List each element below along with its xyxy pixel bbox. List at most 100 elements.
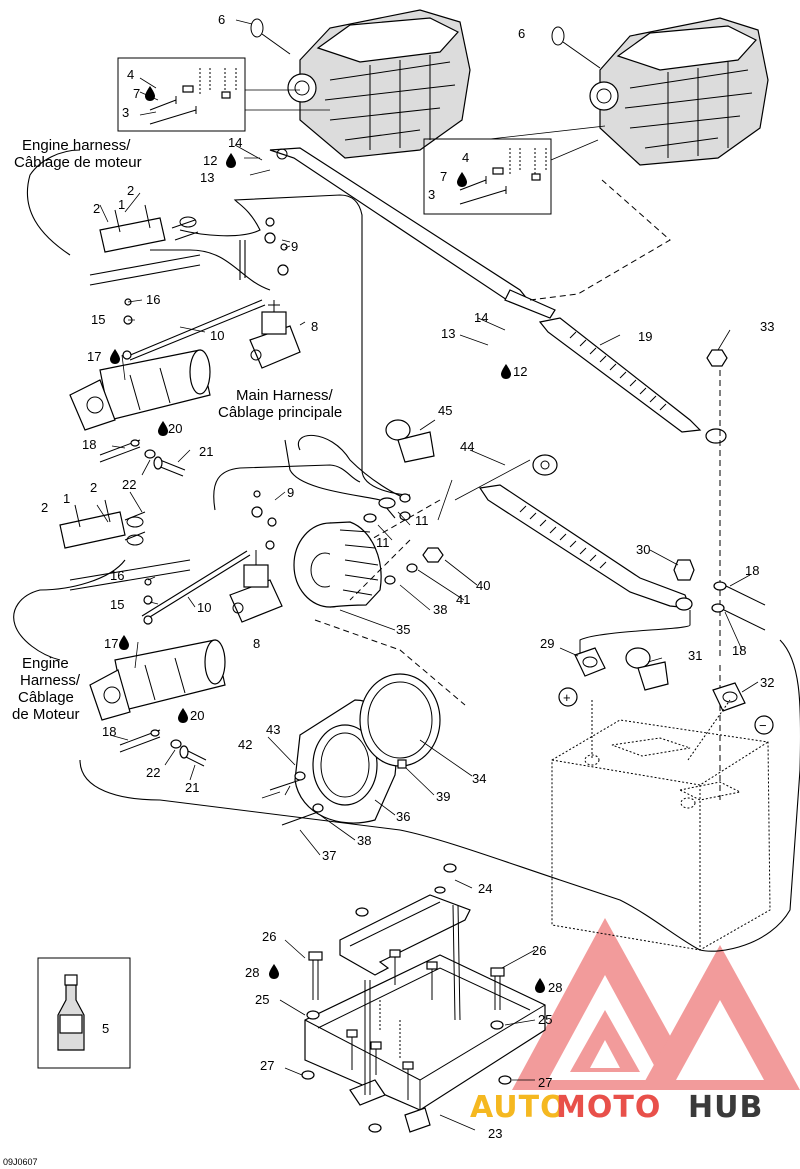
callout-40: 40: [476, 578, 490, 593]
callout-numbers: 6 6 4 7 3 4 7 3 14 12 13 2 1 2 9 16 15 1…: [41, 12, 774, 1141]
callout-28-right: 28: [548, 980, 562, 995]
callout-6-left: 6: [218, 12, 225, 27]
callout-11-a: 11: [415, 513, 429, 528]
main-harness-label-line2: Câblage principale: [218, 404, 342, 421]
callout-27-left: 27: [260, 1058, 274, 1073]
callout-9-bottom: 9: [287, 485, 294, 500]
ground-cable: [269, 147, 727, 444]
main-harness-label-line1: Main Harness/: [236, 387, 334, 404]
callout-24: 24: [478, 881, 492, 896]
bolt-group-left: [149, 68, 237, 125]
callout-30: 30: [636, 542, 650, 557]
connectors: [122, 217, 411, 625]
callout-17-bottom: 17: [104, 636, 118, 651]
nut-30-icon: [673, 559, 695, 581]
callout-1-a: 1: [118, 197, 125, 212]
callout-18-b: 18: [745, 563, 759, 578]
solenoid-top: [249, 300, 301, 369]
positive-sign: +: [563, 690, 571, 705]
harness-labels: Engine harness/ Câblage de moteur Main H…: [12, 137, 342, 723]
callout-7-right: 7: [440, 169, 447, 184]
solenoid-bottom: [229, 550, 283, 623]
callout-39: 39: [436, 789, 450, 804]
callout-6-right: 6: [518, 26, 525, 41]
engine-right: [589, 17, 769, 166]
battery: [551, 699, 771, 951]
callout-18-d: 18: [102, 724, 116, 739]
callout-21-top: 21: [199, 444, 213, 459]
callout-17-top: 17: [87, 349, 101, 364]
rods: [364, 904, 461, 1095]
engine-left: [287, 9, 471, 159]
starter-motor-bottom: [89, 639, 226, 721]
watermark-text: AUTO MOTO HUB: [470, 1090, 763, 1125]
sealant-bottle-icon: [57, 974, 85, 1051]
callout-2-c: 2: [90, 480, 97, 495]
clamp-29: [574, 647, 606, 677]
cable-10-top: [127, 299, 266, 361]
callout-1-b: 1: [63, 491, 70, 506]
callout-10-bottom: 10: [197, 600, 211, 615]
callout-36: 36: [396, 809, 410, 824]
callout-12-top: 12: [203, 153, 217, 168]
clip-right-icon: [551, 26, 601, 69]
callout-5: 5: [102, 1021, 109, 1036]
callout-12-mid: 12: [513, 364, 527, 379]
nut-33-icon: [706, 349, 728, 367]
fuse-holder-top: [99, 204, 199, 253]
reference-code: 09J0607: [3, 1157, 38, 1167]
callout-35: 35: [396, 622, 410, 637]
callout-25-right: 25: [538, 1012, 552, 1027]
watermark-hub: HUB: [688, 1090, 763, 1125]
bolts-starter-top: [99, 439, 186, 477]
positive-cable: [478, 454, 693, 611]
callout-15-bottom: 15: [110, 597, 124, 612]
callout-22-top: 22: [122, 477, 136, 492]
callout-8-top: 8: [311, 319, 318, 334]
callout-43: 43: [266, 722, 280, 737]
callout-9-top: 9: [291, 239, 298, 254]
engine-harness-label-top-line2: Câblage de moteur: [14, 154, 142, 171]
watermark-auto: AUTO: [470, 1090, 567, 1125]
boot-45: [385, 419, 435, 463]
callout-44: 44: [460, 439, 474, 454]
engine-harness-label-bottom-line4: de Moteur: [12, 706, 80, 723]
callout-25-left: 25: [255, 992, 269, 1007]
detail-box-right: [423, 138, 552, 215]
callout-3-left: 3: [122, 105, 129, 120]
clip-left-icon: [250, 18, 291, 55]
callout-4-left: 4: [127, 67, 134, 82]
callout-20-bottom: 20: [190, 708, 204, 723]
starter-motor-top: [69, 349, 211, 431]
callout-3-right: 3: [428, 187, 435, 202]
callout-16-bottom: 16: [110, 568, 124, 583]
callout-19: 19: [638, 329, 652, 344]
engine-harness-label-bottom-line2: Harness/: [20, 672, 81, 689]
clamp-32: [712, 682, 746, 712]
callout-32: 32: [760, 675, 774, 690]
callout-34: 34: [472, 771, 486, 786]
callout-16-top: 16: [146, 292, 160, 307]
bolt-group-right: [459, 148, 547, 205]
callout-8-bottom: 8: [253, 636, 260, 651]
callout-45: 45: [438, 403, 452, 418]
positive-terminal-icon: [558, 687, 578, 707]
callout-11-b: 11: [376, 535, 390, 550]
callout-37: 37: [322, 848, 336, 863]
boot-31: [625, 647, 669, 691]
callout-2-d: 2: [41, 500, 48, 515]
terminals-18-right: [711, 581, 766, 631]
callout-10-top: 10: [210, 328, 224, 343]
bolts-starter-bottom: [119, 729, 207, 767]
callout-26-right: 26: [532, 943, 546, 958]
engine-harness-label-top-line1: Engine harness/: [22, 137, 131, 154]
callout-13-top: 13: [200, 170, 214, 185]
callout-15-top: 15: [91, 312, 105, 327]
callout-33: 33: [760, 319, 774, 334]
negative-sign: −: [759, 718, 767, 733]
washers-25-27: [301, 863, 512, 1133]
fuse-holder-bottom: [59, 499, 146, 549]
callout-23: 23: [488, 1126, 502, 1141]
watermark-logo-icon: [512, 918, 800, 1090]
